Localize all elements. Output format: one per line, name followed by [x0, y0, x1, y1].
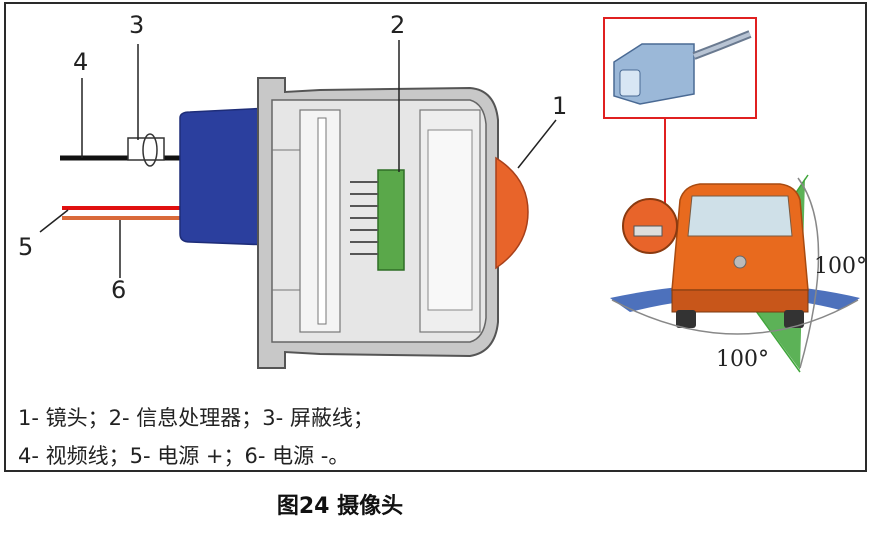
horizontal-angle-label: 100°: [716, 347, 769, 372]
legend-line-2: 4- 视频线；5- 电源 +；6- 电源 -。: [18, 444, 350, 468]
vertical-angle-label: 100°: [814, 254, 867, 279]
camera-magnified: [633, 225, 663, 237]
processor-pins: [350, 181, 378, 255]
callout-power-neg: 6: [111, 276, 126, 304]
figure-caption: 图24 摄像头: [276, 494, 404, 519]
callout-lens: 1: [552, 92, 567, 120]
legend-line-1: 1- 镜头；2- 信息处理器；3- 屏蔽线；: [18, 406, 374, 430]
inner-rail: [317, 117, 327, 325]
camera-unit-illustration: [613, 30, 752, 105]
info-processor-board: [377, 169, 405, 271]
vertical-angle-arc: [797, 177, 820, 369]
connector-body: [179, 107, 271, 246]
callout-video: 4: [73, 48, 88, 76]
lens-mount: [427, 129, 473, 311]
shield-loop: [142, 133, 158, 167]
car-illustration: [671, 183, 809, 328]
callout-power-pos: 5: [18, 233, 33, 261]
callout-shield: 3: [129, 11, 144, 39]
callout-processor: 2: [390, 11, 405, 39]
horizontal-angle-arc: [611, 299, 859, 335]
shield-wire: [127, 137, 165, 161]
camera-diagram: 1 2 3 4 5 6 100° 100°: [18, 11, 867, 373]
lens: [495, 156, 529, 270]
